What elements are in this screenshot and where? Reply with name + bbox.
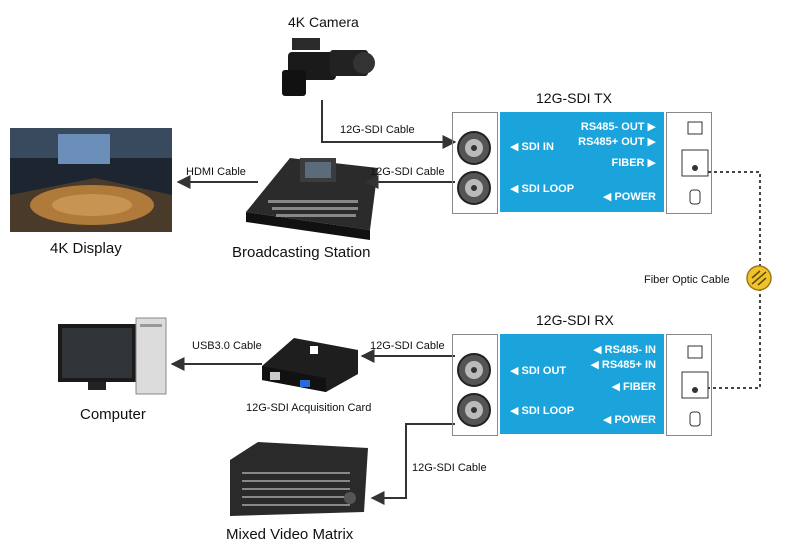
cable-label-station-to-display: HDMI Cable [186, 166, 246, 178]
arrow-right-icon: ▶ [644, 157, 656, 169]
tx-rs485-plus: RS485+ OUT ▶ [578, 136, 656, 148]
camera-image [282, 38, 375, 96]
rx-power: ◀ POWER [602, 414, 656, 426]
capture-card-image [262, 338, 358, 392]
computer-label: Computer [80, 406, 146, 423]
tx-left-plate [452, 112, 498, 214]
rx-left-plate [452, 334, 498, 436]
tx-title: 12G-SDI TX [536, 90, 612, 106]
cable-label-card-to-computer: USB3.0 Cable [192, 340, 262, 352]
rx-right-plate [666, 334, 712, 436]
tx-sdi-loop: ◀ SDI LOOP [510, 183, 575, 195]
arrow-left-icon: ◀ [602, 191, 615, 203]
rx-sdi-loop: ◀ SDI LOOP [510, 405, 575, 417]
arrow-left-icon: ◀ [510, 183, 522, 195]
rx-bnc-out [457, 353, 491, 387]
arrow-right-icon: ▶ [644, 136, 656, 148]
arrow-left-icon: ◀ [590, 359, 602, 371]
cable-rx-to-matrix [370, 423, 455, 505]
tx-right-plate [666, 112, 712, 214]
cable-label-rx-to-matrix: 12G-SDI Cable [412, 462, 487, 474]
arrow-left-icon: ◀ [611, 381, 623, 393]
camera-label: 4K Camera [288, 14, 359, 30]
tx-rs485-minus: RS485- OUT ▶ [580, 121, 656, 133]
fiber-optic-icon [746, 265, 772, 291]
tx-fiber: FIBER ▶ [611, 157, 656, 169]
arrow-left-icon: ◀ [593, 344, 605, 356]
rx-sdi-out: ◀ SDI OUT [510, 365, 567, 377]
tx-panel: ◀ SDI IN ◀ SDI LOOP RS485- OUT ▶ RS485+ … [500, 112, 664, 212]
card-label: 12G-SDI Acquisition Card [246, 402, 372, 414]
arrow-left-icon: ◀ [510, 365, 522, 377]
arrow-left-icon: ◀ [602, 414, 615, 426]
cable-label-camera-to-tx: 12G-SDI Cable [340, 124, 415, 136]
display-label: 4K Display [50, 240, 122, 257]
matrix-image [230, 442, 368, 516]
arrow-left-icon: ◀ [510, 141, 522, 153]
arrow-left-icon: ◀ [510, 405, 522, 417]
cable-label-tx-to-station: 12G-SDI Cable [370, 166, 445, 178]
cable-fiber [708, 171, 761, 389]
cable-label-fiber: Fiber Optic Cable [644, 274, 730, 286]
cable-label-rx-to-card: 12G-SDI Cable [370, 340, 445, 352]
rx-title: 12G-SDI RX [536, 312, 614, 328]
tx-fiber-port [681, 121, 709, 205]
computer-image [58, 317, 167, 395]
tx-power: ◀ POWER [602, 191, 656, 203]
rx-fiber: ◀ FIBER [611, 381, 656, 393]
station-label: Broadcasting Station [232, 244, 371, 261]
tx-bnc-loop [457, 171, 491, 205]
rx-bnc-loop [457, 393, 491, 427]
cable-camera-to-tx [321, 100, 457, 149]
rx-rs485-minus: ◀ RS485- IN [593, 344, 656, 356]
rx-fiber-port [681, 345, 709, 427]
rx-panel: ◀ SDI OUT ◀ SDI LOOP ◀ RS485- IN ◀ RS485… [500, 334, 664, 434]
arrow-right-icon: ▶ [644, 121, 656, 133]
tx-sdi-in: ◀ SDI IN [510, 141, 554, 153]
tx-bnc-in [457, 131, 491, 165]
station-image [246, 158, 378, 240]
rx-rs485-plus: ◀ RS485+ IN [590, 359, 656, 371]
display-image [10, 128, 172, 232]
matrix-label: Mixed Video Matrix [226, 526, 354, 543]
